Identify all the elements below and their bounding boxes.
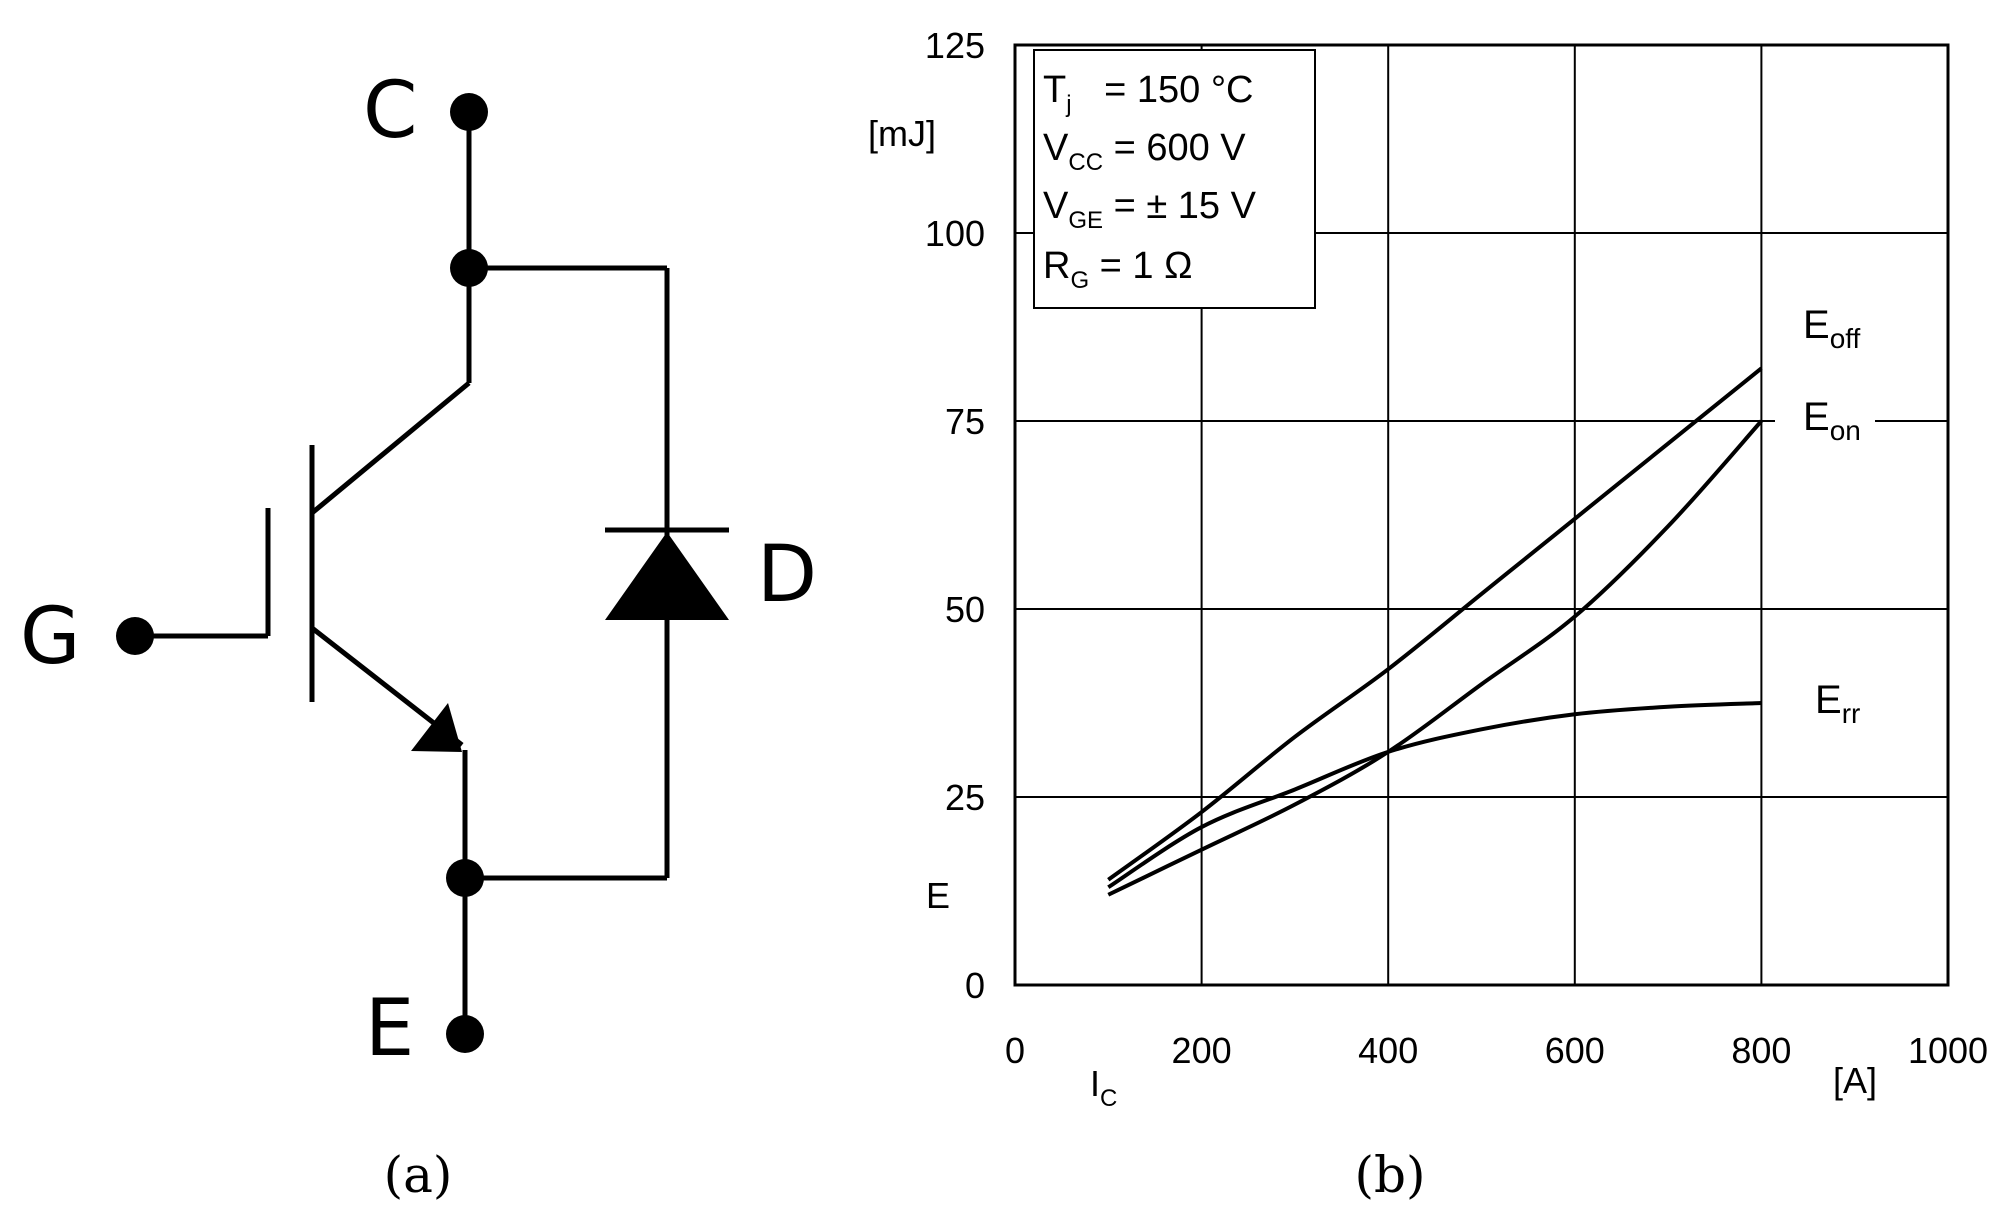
gate-terminal-dot bbox=[116, 617, 154, 655]
legend-tj-symbol: T bbox=[1043, 69, 1066, 111]
emitter-arrow-icon bbox=[411, 703, 462, 752]
legend-tj-value: = 150 °C bbox=[1094, 69, 1254, 111]
legend-vge-value: = ± 15 V bbox=[1103, 185, 1257, 227]
legend-vge: VGE = ± 15 V bbox=[1043, 185, 1257, 234]
series-label-eoff: Eoff bbox=[1803, 303, 1861, 354]
x-axis-symbol-sub: C bbox=[1100, 1085, 1117, 1112]
x-tick-label: 0 bbox=[1005, 1030, 1025, 1071]
x-tick-labels: 0 200 400 600 800 1000 bbox=[1005, 1030, 1988, 1071]
y-tick-label: 50 bbox=[945, 589, 985, 630]
emitter-label: E bbox=[365, 984, 414, 1074]
series-line-eoff bbox=[1107, 366, 1763, 882]
series-label-err-main: E bbox=[1815, 678, 1842, 722]
series-lines bbox=[1107, 366, 1763, 897]
collector-junction-dot bbox=[450, 249, 488, 287]
x-tick-label: 1000 bbox=[1908, 1030, 1988, 1071]
series-line-err bbox=[1107, 701, 1762, 889]
emitter-junction-dot bbox=[446, 859, 484, 897]
chart-grid bbox=[1015, 45, 1948, 985]
y-tick-label: 100 bbox=[925, 213, 985, 254]
collector-label: C bbox=[363, 66, 417, 156]
legend-rg-symbol: R bbox=[1043, 245, 1070, 287]
x-axis-symbol-main: I bbox=[1090, 1063, 1100, 1104]
y-tick-label: 125 bbox=[925, 25, 985, 66]
legend-vge-symbol: V bbox=[1043, 185, 1069, 227]
panel-b-caption: (b) bbox=[1354, 1146, 1425, 1204]
gate-label: G bbox=[20, 592, 80, 682]
series-line-eon bbox=[1107, 419, 1763, 897]
igbt-circuit-diagram: C G E D (a) bbox=[20, 66, 817, 1204]
x-axis-unit: [A] bbox=[1833, 1060, 1877, 1101]
legend-vcc-sub: CC bbox=[1068, 149, 1103, 176]
legend-rg-sub: G bbox=[1070, 267, 1089, 294]
legend-tj-sub: j bbox=[1065, 91, 1071, 118]
series-label-eoff-main: E bbox=[1803, 303, 1830, 347]
series-label-mask bbox=[1775, 405, 1875, 455]
x-tick-label: 200 bbox=[1172, 1030, 1232, 1071]
collector-terminal-dot bbox=[450, 93, 488, 131]
legend-vcc: VCC = 600 V bbox=[1043, 127, 1246, 176]
x-axis-symbol: IC bbox=[1090, 1063, 1117, 1112]
legend-vcc-symbol: V bbox=[1043, 127, 1069, 169]
collector-diagonal-wire bbox=[310, 381, 471, 515]
legend-vcc-value: = 600 V bbox=[1103, 127, 1246, 169]
diode-triangle-icon bbox=[605, 532, 729, 620]
diode-label: D bbox=[757, 530, 817, 620]
y-axis-symbol: E bbox=[926, 875, 950, 916]
y-tick-label: 75 bbox=[945, 401, 985, 442]
x-tick-label: 600 bbox=[1545, 1030, 1605, 1071]
panel-a-caption: (a) bbox=[384, 1146, 453, 1204]
legend-rg: RG = 1 Ω bbox=[1043, 245, 1193, 294]
y-axis-unit: [mJ] bbox=[868, 113, 936, 154]
y-tick-labels: 0 25 50 75 100 125 bbox=[925, 25, 985, 1006]
x-tick-label: 800 bbox=[1731, 1030, 1791, 1071]
legend-vge-sub: GE bbox=[1068, 207, 1103, 234]
x-tick-label: 400 bbox=[1358, 1030, 1418, 1071]
legend-rg-value: = 1 Ω bbox=[1089, 245, 1192, 287]
emitter-terminal-dot bbox=[446, 1015, 484, 1053]
series-label-err-sub: rr bbox=[1842, 698, 1861, 729]
legend-box bbox=[1033, 49, 1316, 309]
legend-tj: Tj = 150 °C bbox=[1043, 69, 1253, 118]
series-label-eon-main: E bbox=[1803, 395, 1830, 439]
switching-energy-chart: 0 25 50 75 100 125 0 200 400 600 800 1000 Tj = 150… bbox=[868, 25, 1988, 1204]
series-label-eon-sub: on bbox=[1830, 415, 1861, 446]
y-tick-label: 0 bbox=[965, 965, 985, 1006]
plot-frame bbox=[1013, 43, 1950, 987]
series-label-eoff-sub: off bbox=[1830, 323, 1861, 354]
y-tick-label: 25 bbox=[945, 777, 985, 818]
series-label-err: Err bbox=[1815, 678, 1860, 729]
series-label-eon: Eon bbox=[1803, 395, 1861, 446]
